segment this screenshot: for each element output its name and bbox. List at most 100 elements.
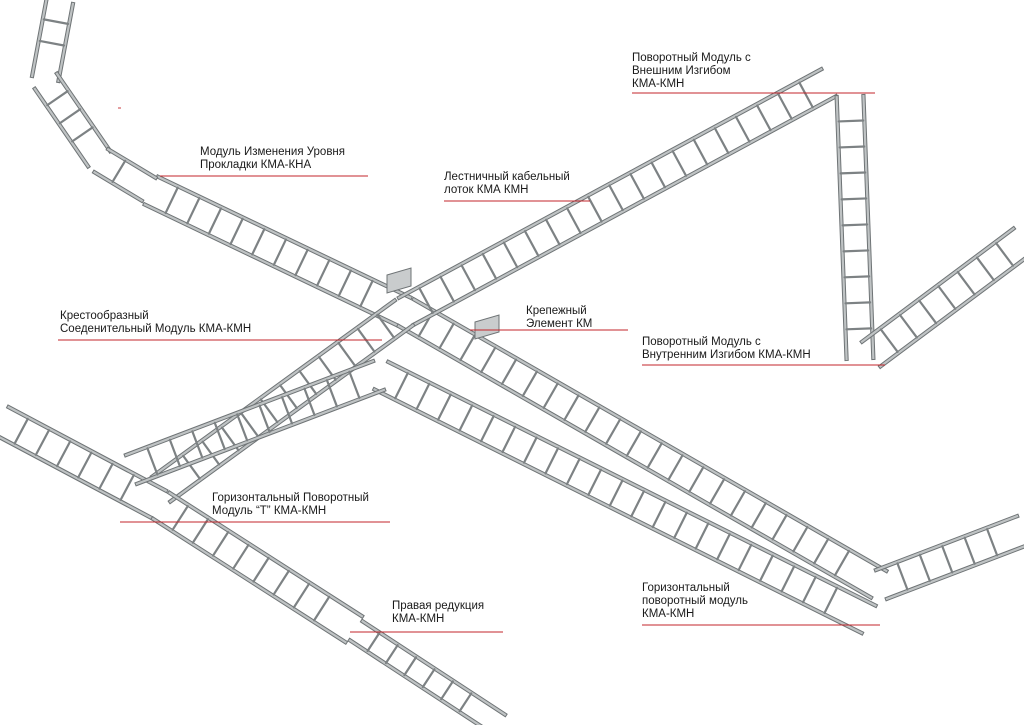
tray-rung bbox=[842, 249, 870, 253]
tray-rung bbox=[780, 565, 796, 593]
tray-rung bbox=[963, 536, 976, 565]
tray-rung bbox=[111, 159, 127, 183]
tray-rung bbox=[646, 442, 663, 469]
tray-rung bbox=[995, 242, 1015, 267]
fastener-plates bbox=[386, 267, 500, 340]
tray-run-reduction bbox=[347, 618, 508, 725]
tray-rung bbox=[325, 379, 338, 408]
tray-rung bbox=[501, 425, 517, 453]
tray-rung bbox=[837, 119, 865, 123]
tray-run-lower-left bbox=[150, 489, 365, 646]
tray-side-rail bbox=[859, 225, 1017, 345]
tray-rung bbox=[46, 90, 69, 107]
tray-rung bbox=[251, 228, 266, 256]
tray-rung bbox=[359, 279, 374, 308]
tray-rung bbox=[366, 632, 381, 653]
tray-side-rail bbox=[167, 322, 416, 505]
callout-right-reduction: Правая редукция КМА-КМН bbox=[392, 600, 484, 626]
callout-inner-bend: Поворотный Модуль с Внутренним Изгибом К… bbox=[642, 336, 811, 362]
tray-rung bbox=[899, 314, 918, 339]
tray-run-upper-left bbox=[141, 173, 414, 329]
tray-rung bbox=[316, 259, 331, 287]
tray-rung bbox=[236, 413, 249, 442]
tray-rung bbox=[186, 197, 201, 225]
tray-run-right-upper bbox=[859, 225, 1024, 370]
tray-rung bbox=[608, 479, 624, 507]
tray-rung bbox=[566, 207, 582, 234]
tray-run-level-change-top bbox=[29, 0, 76, 84]
tray-rung bbox=[119, 474, 135, 501]
tray-rung bbox=[38, 39, 66, 47]
tray-rung bbox=[77, 451, 93, 479]
tray-rung bbox=[521, 370, 538, 397]
tray-rung bbox=[337, 341, 357, 367]
callout-fastener-line2: Элемент КМ bbox=[526, 318, 593, 330]
tray-rung bbox=[337, 269, 352, 297]
callout-ladder-tray: Лестничный кабельный лоток КМА КМН bbox=[444, 171, 570, 197]
leader-lines bbox=[58, 92, 885, 633]
tray-run-left-edge bbox=[0, 404, 169, 521]
tray-rung bbox=[348, 370, 361, 399]
tray-rung bbox=[313, 595, 331, 622]
tray-run-level-change-bottom bbox=[91, 146, 159, 204]
tray-rung bbox=[771, 514, 788, 541]
tray-rung bbox=[734, 115, 751, 143]
tray-rung bbox=[630, 490, 645, 518]
tray-rung bbox=[845, 327, 873, 331]
tray-rung bbox=[671, 150, 688, 177]
tray-rung bbox=[798, 81, 814, 109]
tray-rung bbox=[587, 468, 602, 496]
tray-rung bbox=[459, 334, 476, 362]
tray-rung bbox=[750, 502, 767, 529]
tray-side-rail bbox=[56, 1, 76, 84]
tray-rung bbox=[58, 108, 82, 125]
tray-rung bbox=[481, 252, 498, 280]
tray-side-rail bbox=[861, 93, 876, 361]
tray-rung bbox=[437, 393, 452, 421]
callout-horizontal-t: Горизонтальный Поворотный Модуль “Т” КМА… bbox=[212, 492, 369, 518]
tray-rung bbox=[415, 382, 431, 411]
tray-rung bbox=[841, 223, 869, 227]
tray-rung bbox=[584, 406, 601, 433]
tray-side-rail bbox=[347, 637, 484, 725]
tray-rung bbox=[213, 421, 226, 451]
tray-rung bbox=[229, 217, 244, 246]
tray-side-rail bbox=[873, 513, 1020, 573]
tray-rung bbox=[918, 553, 931, 582]
tray-rung bbox=[280, 396, 294, 425]
callout-outer-bend-line1: Поворотный Модуль с bbox=[632, 52, 751, 64]
tray-rung bbox=[937, 285, 957, 310]
tray-rung bbox=[777, 93, 793, 120]
tray-rung bbox=[692, 138, 709, 166]
tray-rung bbox=[918, 299, 938, 325]
tray-rung bbox=[986, 528, 999, 557]
tray-side-rail bbox=[410, 93, 839, 328]
fastener-plate-upper bbox=[386, 267, 412, 294]
tray-rung bbox=[975, 256, 995, 282]
tray-rung bbox=[298, 370, 318, 395]
tray-side-rail bbox=[5, 404, 169, 494]
tray-rung bbox=[605, 418, 622, 445]
tray-rung bbox=[394, 372, 409, 400]
callout-ladder-tray-line2: лоток КМА КМН bbox=[444, 184, 529, 196]
tray-rung bbox=[168, 438, 181, 468]
tray-run-level-change-curve bbox=[31, 70, 114, 170]
tray-rung bbox=[34, 429, 51, 456]
tray-rung bbox=[844, 301, 872, 305]
tray-run-rising-long bbox=[396, 66, 839, 328]
tray-rung bbox=[55, 440, 72, 468]
tray-run-vertical-riser bbox=[834, 93, 876, 362]
tray-rung bbox=[258, 404, 271, 433]
tray-rung bbox=[279, 384, 298, 410]
tray-rung bbox=[801, 576, 817, 604]
tray-rung bbox=[294, 248, 309, 277]
callout-outer-bend-line3: КМА-КМН bbox=[632, 78, 685, 90]
callout-horizontal-bend: Горизонтальный поворотный модуль КМА-КМН bbox=[642, 582, 748, 621]
tray-side-rail bbox=[371, 386, 865, 636]
callout-horizontal-bend-line2: поворотный модуль bbox=[642, 595, 748, 607]
tray-side-rail bbox=[359, 618, 508, 718]
tray-rung bbox=[879, 328, 899, 353]
fastener-plate-lower bbox=[474, 314, 500, 340]
tray-rung bbox=[232, 543, 250, 570]
tray-rung bbox=[252, 556, 270, 583]
